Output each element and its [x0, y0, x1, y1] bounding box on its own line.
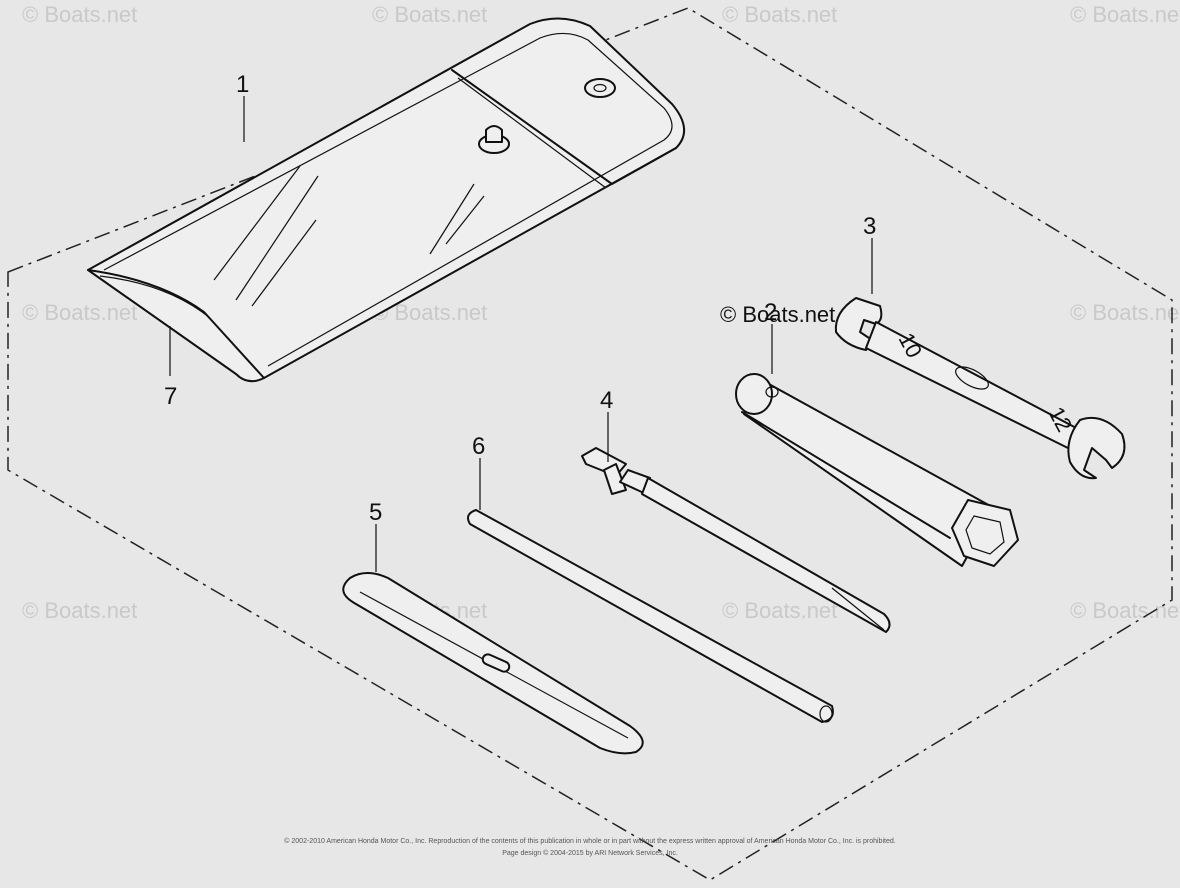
flat-spoke-tool	[342, 572, 644, 755]
leader-lines	[169, 96, 873, 572]
rod	[467, 509, 834, 723]
watermark: © Boats.net	[1070, 300, 1180, 325]
callout-3: 3	[863, 213, 876, 240]
callout-7: 7	[164, 383, 177, 410]
watermark: © Boats.net	[722, 598, 837, 623]
watermark: © Boats.net	[22, 2, 137, 27]
watermark: © Boats.net	[22, 300, 137, 325]
watermark: © Boats.net	[1070, 598, 1180, 623]
socket-spanner	[735, 373, 1019, 567]
watermark: © Boats.net	[22, 598, 137, 623]
watermark: © Boats.net	[1070, 2, 1180, 27]
callout-4: 4	[600, 387, 613, 414]
watermark: © Boats.net	[372, 2, 487, 27]
brand-watermark: © Boats.net	[720, 302, 835, 327]
tool-bag	[87, 17, 685, 383]
callouts: 1 7 3 2 4 6 5	[164, 71, 876, 526]
callout-5: 5	[369, 499, 382, 526]
copyright-notice: © 2002-2010 American Honda Motor Co., In…	[284, 838, 896, 845]
callout-6: 6	[472, 433, 485, 460]
callout-2: 2	[764, 299, 777, 326]
callout-1: 1	[236, 71, 249, 98]
page-design-credit: Page design © 2004-2015 by ARI Network S…	[502, 850, 678, 857]
boundary-frame	[7, 7, 1173, 881]
screwdriver	[581, 447, 891, 633]
open-end-wrench: 10 12	[834, 297, 1126, 480]
watermark: © Boats.net	[722, 2, 837, 27]
